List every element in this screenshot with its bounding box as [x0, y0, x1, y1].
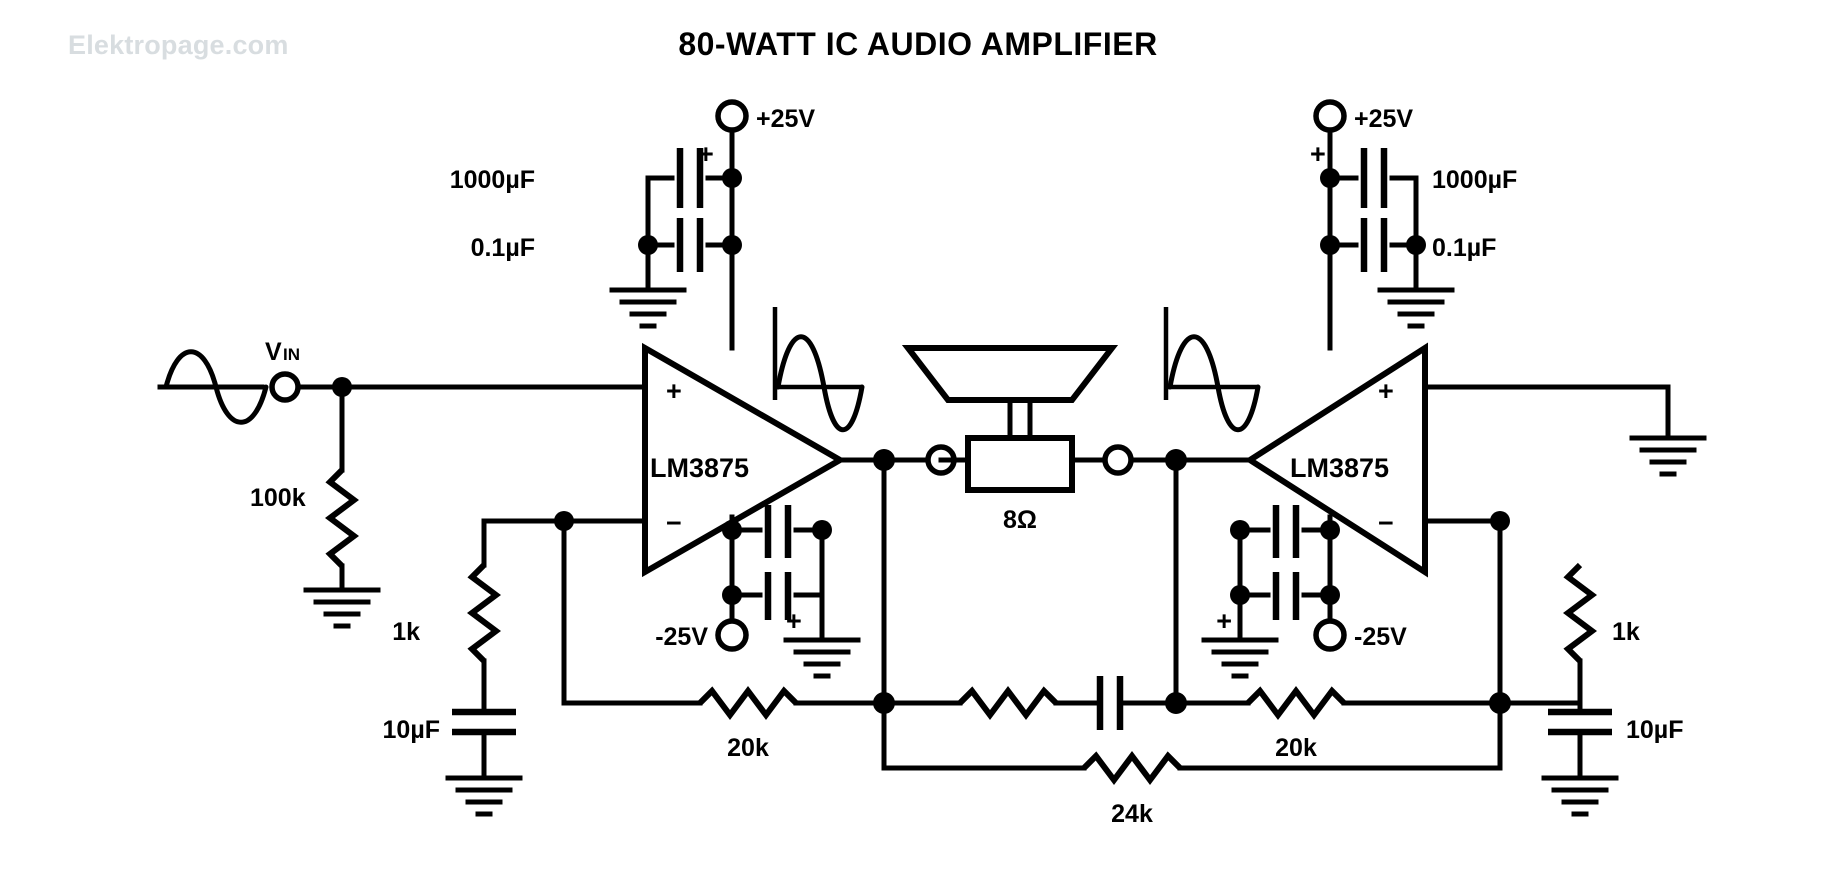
loudspeaker-impedance-label: 8Ω	[1003, 506, 1037, 534]
capacitor-0p1uf-left-label: 0.1µF	[471, 234, 535, 262]
capacitor-10uf-left-label: 10µF	[383, 716, 440, 744]
amp-right-minus-pin: −	[1378, 508, 1394, 538]
ground-amp-right-plus	[1629, 435, 1707, 477]
capacitor-1000uf-right-label: 1000µF	[1432, 166, 1517, 194]
resistor-24k-label: 24k	[1111, 800, 1153, 828]
capacitor-neg-right-polarity: +	[1216, 606, 1232, 636]
amp-left-plus-pin: +	[666, 376, 682, 406]
amp-left-minus-pin: −	[666, 508, 682, 538]
capacitor-0p1uf-left	[645, 218, 735, 272]
capacitor-neg-right-group	[1230, 505, 1340, 643]
capacitor-10uf-left	[452, 708, 516, 781]
capacitor-1000uf-right	[1327, 148, 1419, 208]
vpos-right-label: +25V	[1354, 105, 1413, 133]
waveform-left-output	[772, 307, 865, 433]
ground-supply-left	[609, 287, 687, 329]
amp-left-part-label: LM3875	[650, 453, 749, 483]
terminal-vpos-right[interactable]	[1313, 99, 1347, 133]
resistor-1k-left	[467, 562, 501, 664]
ground-supply-right	[1377, 287, 1455, 329]
junction-inv-right	[1490, 511, 1510, 531]
capacitor-1000uf-left-polarity: +	[698, 139, 714, 169]
resistor-20k-left-label: 20k	[727, 734, 769, 762]
vpos-left-label: +25V	[756, 105, 815, 133]
vneg-left-label: -25V	[655, 623, 708, 651]
capacitor-1000uf-right-polarity: +	[1310, 139, 1326, 169]
resistor-24k	[1081, 751, 1183, 785]
vneg-right-label: -25V	[1354, 623, 1407, 651]
resistor-center-bridge	[881, 686, 1103, 720]
resistor-20k-left	[697, 686, 799, 720]
ground-left-gain	[445, 775, 523, 817]
terminal-vneg-left[interactable]	[715, 618, 749, 652]
waveform-right-output	[1163, 307, 1261, 433]
vin-terminal[interactable]	[269, 371, 301, 403]
amplifier-right[interactable]	[1244, 342, 1428, 578]
terminal-vpos-left[interactable]	[715, 99, 749, 133]
capacitor-0p1uf-right	[1327, 218, 1419, 272]
capacitor-10uf-right-label: 10µF	[1626, 716, 1683, 744]
terminal-vneg-right[interactable]	[1313, 618, 1347, 652]
capacitor-neg-left-polarity: +	[786, 606, 802, 636]
capacitor-neg-left-group	[722, 505, 832, 643]
watermark-text: Elektropage.com	[68, 30, 289, 60]
resistor-1k-right	[1563, 562, 1597, 664]
resistor-20k-right-label: 20k	[1275, 734, 1317, 762]
terminal-speaker-right[interactable]	[1102, 444, 1134, 476]
resistor-100k	[325, 384, 359, 593]
capacitor-center-bridge	[1096, 676, 1179, 730]
capacitor-10uf-right	[1548, 708, 1612, 781]
resistor-20k-right	[1245, 686, 1347, 720]
capacitor-1000uf-left-label: 1000µF	[450, 166, 535, 194]
capacitor-0p1uf-right-label: 0.1µF	[1432, 234, 1496, 262]
resistor-1k-left-label: 1k	[392, 618, 420, 646]
ground-input-shunt	[303, 587, 381, 629]
vin-label-main: V	[265, 338, 282, 366]
diagram-title: 80-WATT IC AUDIO AMPLIFIER	[678, 26, 1157, 62]
ground-supply-neg-left	[783, 637, 861, 679]
capacitor-1000uf-left	[645, 148, 735, 208]
amp-right-plus-pin: +	[1378, 376, 1394, 406]
vin-label-sub: IN	[283, 345, 300, 364]
ground-right-gain	[1541, 775, 1619, 817]
ground-supply-neg-right	[1201, 637, 1279, 679]
amp-right-part-label: LM3875	[1290, 453, 1389, 483]
resistor-1k-right-label: 1k	[1612, 618, 1640, 646]
loudspeaker-symbol	[901, 345, 1121, 493]
input-source-symbol	[157, 349, 269, 425]
amplifier-left[interactable]	[642, 342, 847, 578]
resistor-100k-label: 100k	[250, 484, 306, 512]
vin-label: V IN	[265, 338, 300, 366]
